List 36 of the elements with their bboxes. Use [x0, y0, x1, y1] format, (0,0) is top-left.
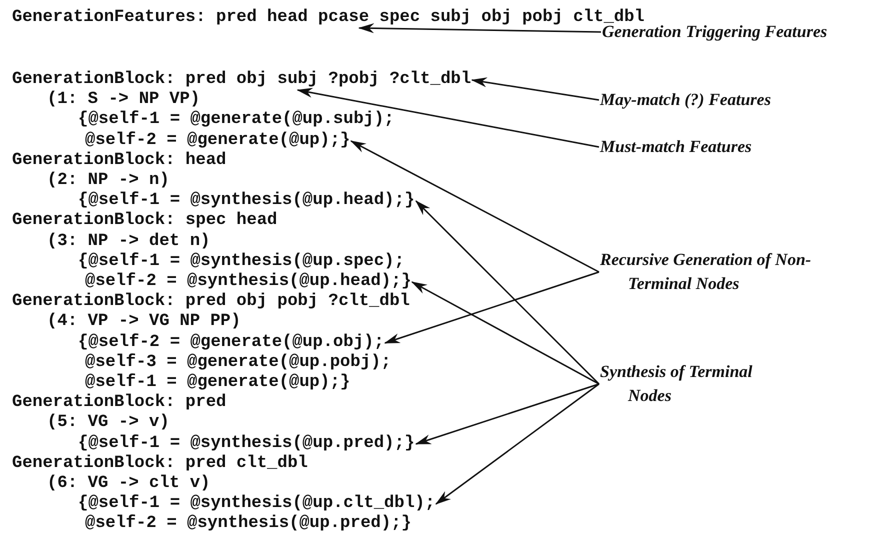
code-line: {@self-2 = @generate(@up.obj);: [78, 332, 384, 353]
code-line: @self-2 = @generate(@up);}: [85, 130, 350, 151]
code-line: GenerationBlock: head: [12, 150, 226, 171]
leader-arrow: [296, 88, 600, 148]
leader-arrow: [384, 271, 600, 344]
leader-arrow: [358, 23, 602, 34]
code-line: @self-1 = @generate(@up);}: [85, 373, 350, 393]
code-line: {@self-1 = @synthesis(@up.pred);}: [78, 434, 415, 454]
code-line: GenerationBlock: pred obj pobj ?clt_dbl: [12, 292, 410, 312]
annotation-text: Synthesis of Terminal Nodes: [600, 360, 778, 408]
code-line: {@self-1 = @synthesis(@up.spec);: [78, 252, 404, 272]
code-line: {@self-1 = @generate(@up.subj);: [78, 110, 394, 130]
annotation-text: May-match (?) Features: [600, 88, 820, 112]
code-line: (4: VP -> VG NP PP): [47, 312, 241, 332]
code-line: (5: VG -> v): [47, 413, 170, 434]
code-line: @self-2 = @synthesis(@up.pred);}: [85, 514, 412, 534]
code-line: GenerationBlock: pred: [12, 393, 226, 414]
leader-arrow: [415, 383, 600, 445]
code-line: (1: S -> NP VP): [47, 90, 200, 110]
code-line: (2: NP -> n): [47, 171, 170, 191]
code-line: GenerationBlock: pred obj subj ?pobj ?clt_dbl: [12, 70, 472, 90]
code-line: (3: NP -> det n): [47, 232, 210, 252]
code-line: @self-2 = @synthesis(@up.head);}: [85, 272, 412, 292]
code-line: {@self-1 = @synthesis(@up.clt_dbl);: [78, 494, 436, 514]
code-line: (6: VG -> clt v): [47, 474, 210, 494]
leader-arrow: [415, 200, 600, 385]
code-line: {@self-1 = @synthesis(@up.head);}: [78, 191, 415, 212]
leader-arrow: [350, 140, 600, 273]
code-line: GenerationBlock: pred clt_dbl: [12, 454, 308, 474]
leader-arrow: [411, 281, 600, 385]
leader-arrow: [435, 383, 600, 505]
code-line: @self-3 = @generate(@up.pobj);: [85, 352, 392, 373]
code-line: GenerationBlock: spec head: [12, 211, 278, 232]
annotation-text: Recursive Generation of Non-Terminal Nodes: [600, 248, 868, 296]
leader-arrow: [471, 77, 600, 101]
annotation-text: Must-match Features: [600, 135, 820, 159]
